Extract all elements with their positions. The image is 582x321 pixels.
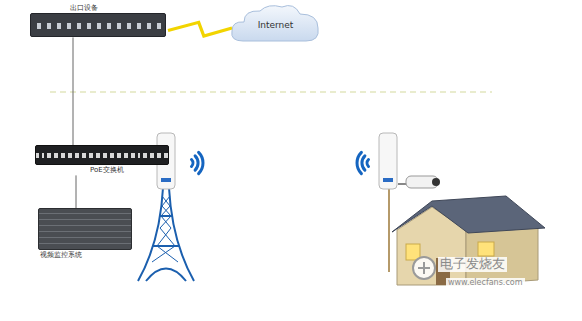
house-window	[406, 244, 420, 260]
poe-switch: PoE交换机	[35, 145, 169, 175]
bridge-ap	[379, 133, 397, 189]
zone-divider	[50, 91, 492, 92]
wifi-arc	[195, 156, 198, 170]
tower-symbol	[138, 188, 194, 281]
camera-lens	[432, 178, 440, 186]
wifi-arc	[362, 156, 365, 170]
cable-link	[73, 37, 74, 145]
cloud-outline	[232, 6, 319, 41]
tower-arch	[146, 269, 186, 282]
internet-cloud: Internet	[228, 2, 323, 44]
device-label: 出口设备	[30, 3, 166, 13]
house-symbol	[392, 196, 545, 285]
tower-leg	[169, 188, 194, 281]
ap-tag	[161, 178, 171, 182]
house-wall	[466, 226, 538, 285]
device-label: PoE交换机	[35, 165, 169, 175]
wifi-arc	[192, 160, 193, 167]
wifi-symbol	[357, 152, 368, 173]
device-body	[30, 13, 166, 37]
camera-symbol	[398, 176, 440, 188]
wifi-arc	[357, 152, 361, 173]
tower-brace	[157, 196, 178, 262]
wifi-arc	[199, 152, 203, 173]
wifi-arc	[367, 160, 368, 167]
mount-pole	[388, 188, 390, 272]
cloud-label: Internet	[258, 16, 294, 31]
device-body	[38, 208, 132, 250]
house-window	[478, 242, 494, 256]
tower-brace	[152, 196, 175, 262]
wireless-link	[168, 22, 232, 36]
wifi-symbol	[192, 152, 203, 173]
watermark-logo	[418, 262, 430, 274]
watermark-url: www.elecfans.com	[446, 278, 525, 287]
ap-tag	[383, 178, 393, 182]
watermark-logo	[413, 257, 435, 279]
watermark-text: 电子发烧友	[438, 257, 507, 272]
cable-link	[76, 175, 77, 208]
tower-leg	[138, 188, 163, 281]
device-body	[35, 145, 169, 165]
house-roof	[392, 196, 545, 233]
router-device: 出口设备	[30, 3, 166, 37]
video-server: 视频监控系统	[38, 208, 132, 260]
device-label: 视频监控系统	[38, 250, 132, 260]
